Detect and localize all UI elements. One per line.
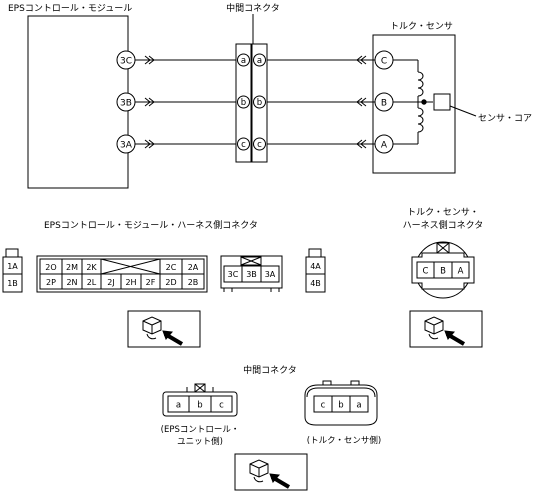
- eps-module-label: EPSコントロール・モジュール: [8, 4, 132, 14]
- c2-pin-2p: 2P: [46, 278, 56, 287]
- middle-connector-left: [235, 43, 252, 163]
- view-direction-icon-3: [234, 453, 308, 491]
- torque-sensor-box: [372, 34, 456, 174]
- connector-1: 1A 1B: [2, 248, 23, 293]
- mid-ts-pin-c: c: [321, 401, 326, 411]
- ts-pin-c: C: [423, 267, 429, 277]
- mid-ts-pin-b: b: [338, 401, 343, 411]
- ts-pin-b: B: [440, 267, 446, 277]
- ts-harness-label-1: トルク・センサ・: [407, 207, 479, 218]
- middle-right-b: b: [257, 98, 262, 108]
- sensor-terminals: C B A: [374, 50, 394, 154]
- c2-pin-2n: 2N: [66, 278, 77, 287]
- ts-side-label: (トルク・センサ側): [307, 435, 381, 446]
- module-terminal-3a: 3A: [120, 141, 133, 151]
- c2-pin-2h: 2H: [125, 278, 136, 287]
- sensor-terminal-c: C: [381, 57, 387, 67]
- middle-left-c: c: [241, 140, 246, 150]
- c3-pin-3b: 3B: [246, 270, 257, 279]
- wires-right: [267, 55, 376, 149]
- c2-pin-2b: 2B: [188, 278, 199, 287]
- c2-pin-2c: 2C: [166, 263, 177, 272]
- c2-pin-2f: 2F: [146, 278, 156, 287]
- harness-connector-label: EPSコントロール・モジュール・ハーネス側コネクタ: [44, 219, 258, 231]
- view-direction-icon-2: [409, 310, 483, 348]
- sensor-core-label: センサ・コア: [478, 113, 532, 124]
- c1-pin-1b: 1B: [7, 279, 18, 288]
- mid-ts-pin-a: a: [356, 401, 361, 411]
- torque-sensor-connector: C B A: [411, 241, 475, 299]
- module-terminal-3c: 3C: [120, 57, 132, 67]
- sensor-coils: [393, 59, 433, 145]
- eps-module-box: [27, 15, 129, 189]
- module-terminals: 3C 3B 3A: [116, 50, 136, 154]
- middle-connector-label-2: 中間コネクタ: [243, 364, 297, 376]
- c3-pin-3c: 3C: [228, 270, 239, 279]
- mid-eps-pin-a: a: [176, 401, 181, 411]
- c2-pin-2o: 2O: [45, 263, 56, 272]
- ts-harness-label-2: ハーネス側コネクタ: [403, 219, 484, 231]
- connector-4: 4A 4B: [305, 248, 326, 293]
- middle-left-b: b: [241, 98, 246, 108]
- c1-pin-1a: 1A: [7, 262, 18, 271]
- mid-eps-pin-c: c: [219, 401, 224, 411]
- middle-left-a: a: [241, 56, 246, 66]
- torque-sensor-label: トルク・センサ: [390, 21, 453, 32]
- ts-pin-a: A: [458, 267, 464, 277]
- middle-connector-right: [251, 43, 268, 163]
- c2-pin-2l: 2L: [87, 278, 97, 287]
- c2-pin-2j: 2J: [107, 278, 114, 287]
- c2-pin-2m: 2M: [66, 263, 78, 272]
- module-terminal-3b: 3B: [120, 99, 132, 109]
- eps-unit-side-label-1: (EPSコントロール・: [161, 425, 240, 435]
- wires-left: [135, 55, 236, 149]
- mid-connector-ts-side: c b a: [304, 380, 378, 426]
- c2-pin-2k: 2K: [86, 263, 97, 272]
- mid-connector-eps-side: a b c: [162, 383, 238, 417]
- view-direction-icon-1: [127, 310, 201, 348]
- middle-terminals: a a b b c c: [237, 53, 266, 151]
- sensor-terminal-a: A: [381, 141, 388, 151]
- c2-pin-2a: 2A: [188, 263, 199, 272]
- c3-pin-3a: 3A: [265, 270, 276, 279]
- c4-pin-4b: 4B: [310, 279, 321, 288]
- c4-pin-4a: 4A: [310, 262, 321, 271]
- connector-2: 2O 2M 2K 2C 2A 2P 2N 2L 2J 2H 2F 2D 2B: [36, 255, 208, 293]
- sensor-core-box: [433, 93, 451, 111]
- eps-unit-side-label-2: ユニット側): [177, 436, 223, 447]
- middle-right-c: c: [257, 140, 262, 150]
- middle-connector-label: 中間コネクタ: [226, 2, 280, 14]
- middle-right-a: a: [257, 56, 262, 66]
- sensor-terminal-b: B: [381, 99, 387, 109]
- mid-eps-pin-b: b: [197, 401, 202, 411]
- c2-pin-2d: 2D: [165, 278, 176, 287]
- connector-3: 3C 3B 3A: [220, 255, 283, 292]
